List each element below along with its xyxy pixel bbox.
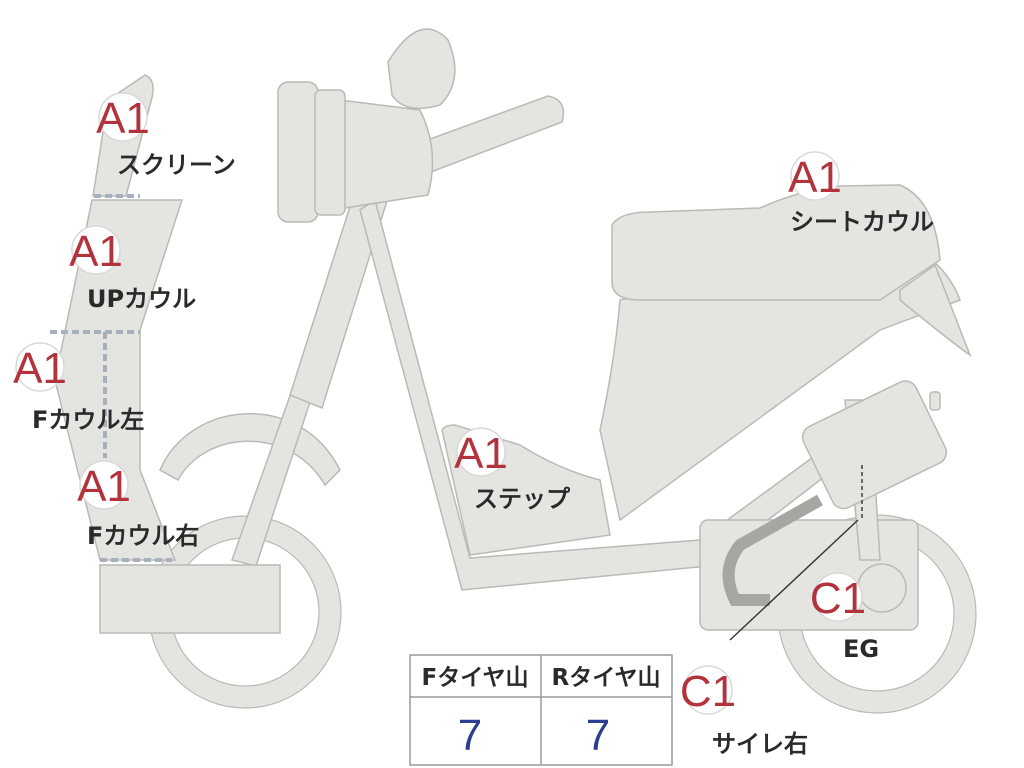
badge-label: サイレ右	[712, 730, 808, 758]
muffler	[801, 380, 948, 510]
badge-label: シートカウル	[790, 208, 934, 236]
badge-seat-cowl: A1 シートカウル	[788, 151, 934, 236]
leader-line-muffler	[729, 519, 859, 641]
badge-grade: A1	[788, 153, 842, 202]
handlebar	[399, 95, 565, 181]
badge-f-cowl-left: A1 Fカウル左	[13, 342, 144, 434]
rear-tire-header: Rタイヤ山	[551, 665, 660, 691]
badge-muffler-right: C1 サイレ右	[680, 665, 808, 758]
badge-grade: A1	[454, 429, 508, 478]
badge-grade: A1	[69, 227, 123, 276]
badge-grade: C1	[680, 667, 736, 716]
badge-up-cowl: A1 UPカウル	[69, 225, 196, 313]
front-tire-header: Fタイヤ山	[421, 665, 528, 691]
badge-screen: A1 スクリーン	[96, 92, 236, 179]
badge-grade: C1	[810, 574, 866, 623]
seat	[611, 184, 941, 301]
front-cowl-lower	[99, 564, 281, 634]
tire-tread-table: Fタイヤ山 Rタイヤ山 7 7	[409, 654, 673, 766]
badge-label: UPカウル	[87, 285, 196, 313]
mirror	[387, 28, 456, 110]
badge-step: A1 ステップ	[454, 427, 571, 513]
exhaust-pipe	[722, 494, 823, 606]
badge-label: スクリーン	[117, 151, 236, 179]
panel-dividers	[50, 194, 172, 562]
tail	[899, 263, 972, 357]
front-fender	[159, 412, 341, 487]
badge-grade: A1	[13, 344, 67, 393]
badge-label: Fカウル左	[32, 406, 144, 434]
headlight	[277, 81, 319, 223]
badge-grade: A1	[77, 462, 131, 511]
front-tire-value: 7	[458, 711, 482, 760]
rear-tire-value: 7	[586, 711, 610, 760]
badge-label: Fカウル右	[87, 522, 199, 550]
scooter-illustration	[50, 28, 977, 714]
badge-label: EG	[843, 635, 879, 663]
badge-f-cowl-right: A1 Fカウル右	[77, 460, 199, 550]
badge-engine: C1 EG	[810, 572, 879, 663]
badge-grade: A1	[96, 94, 150, 143]
badge-label: ステップ	[474, 485, 571, 513]
